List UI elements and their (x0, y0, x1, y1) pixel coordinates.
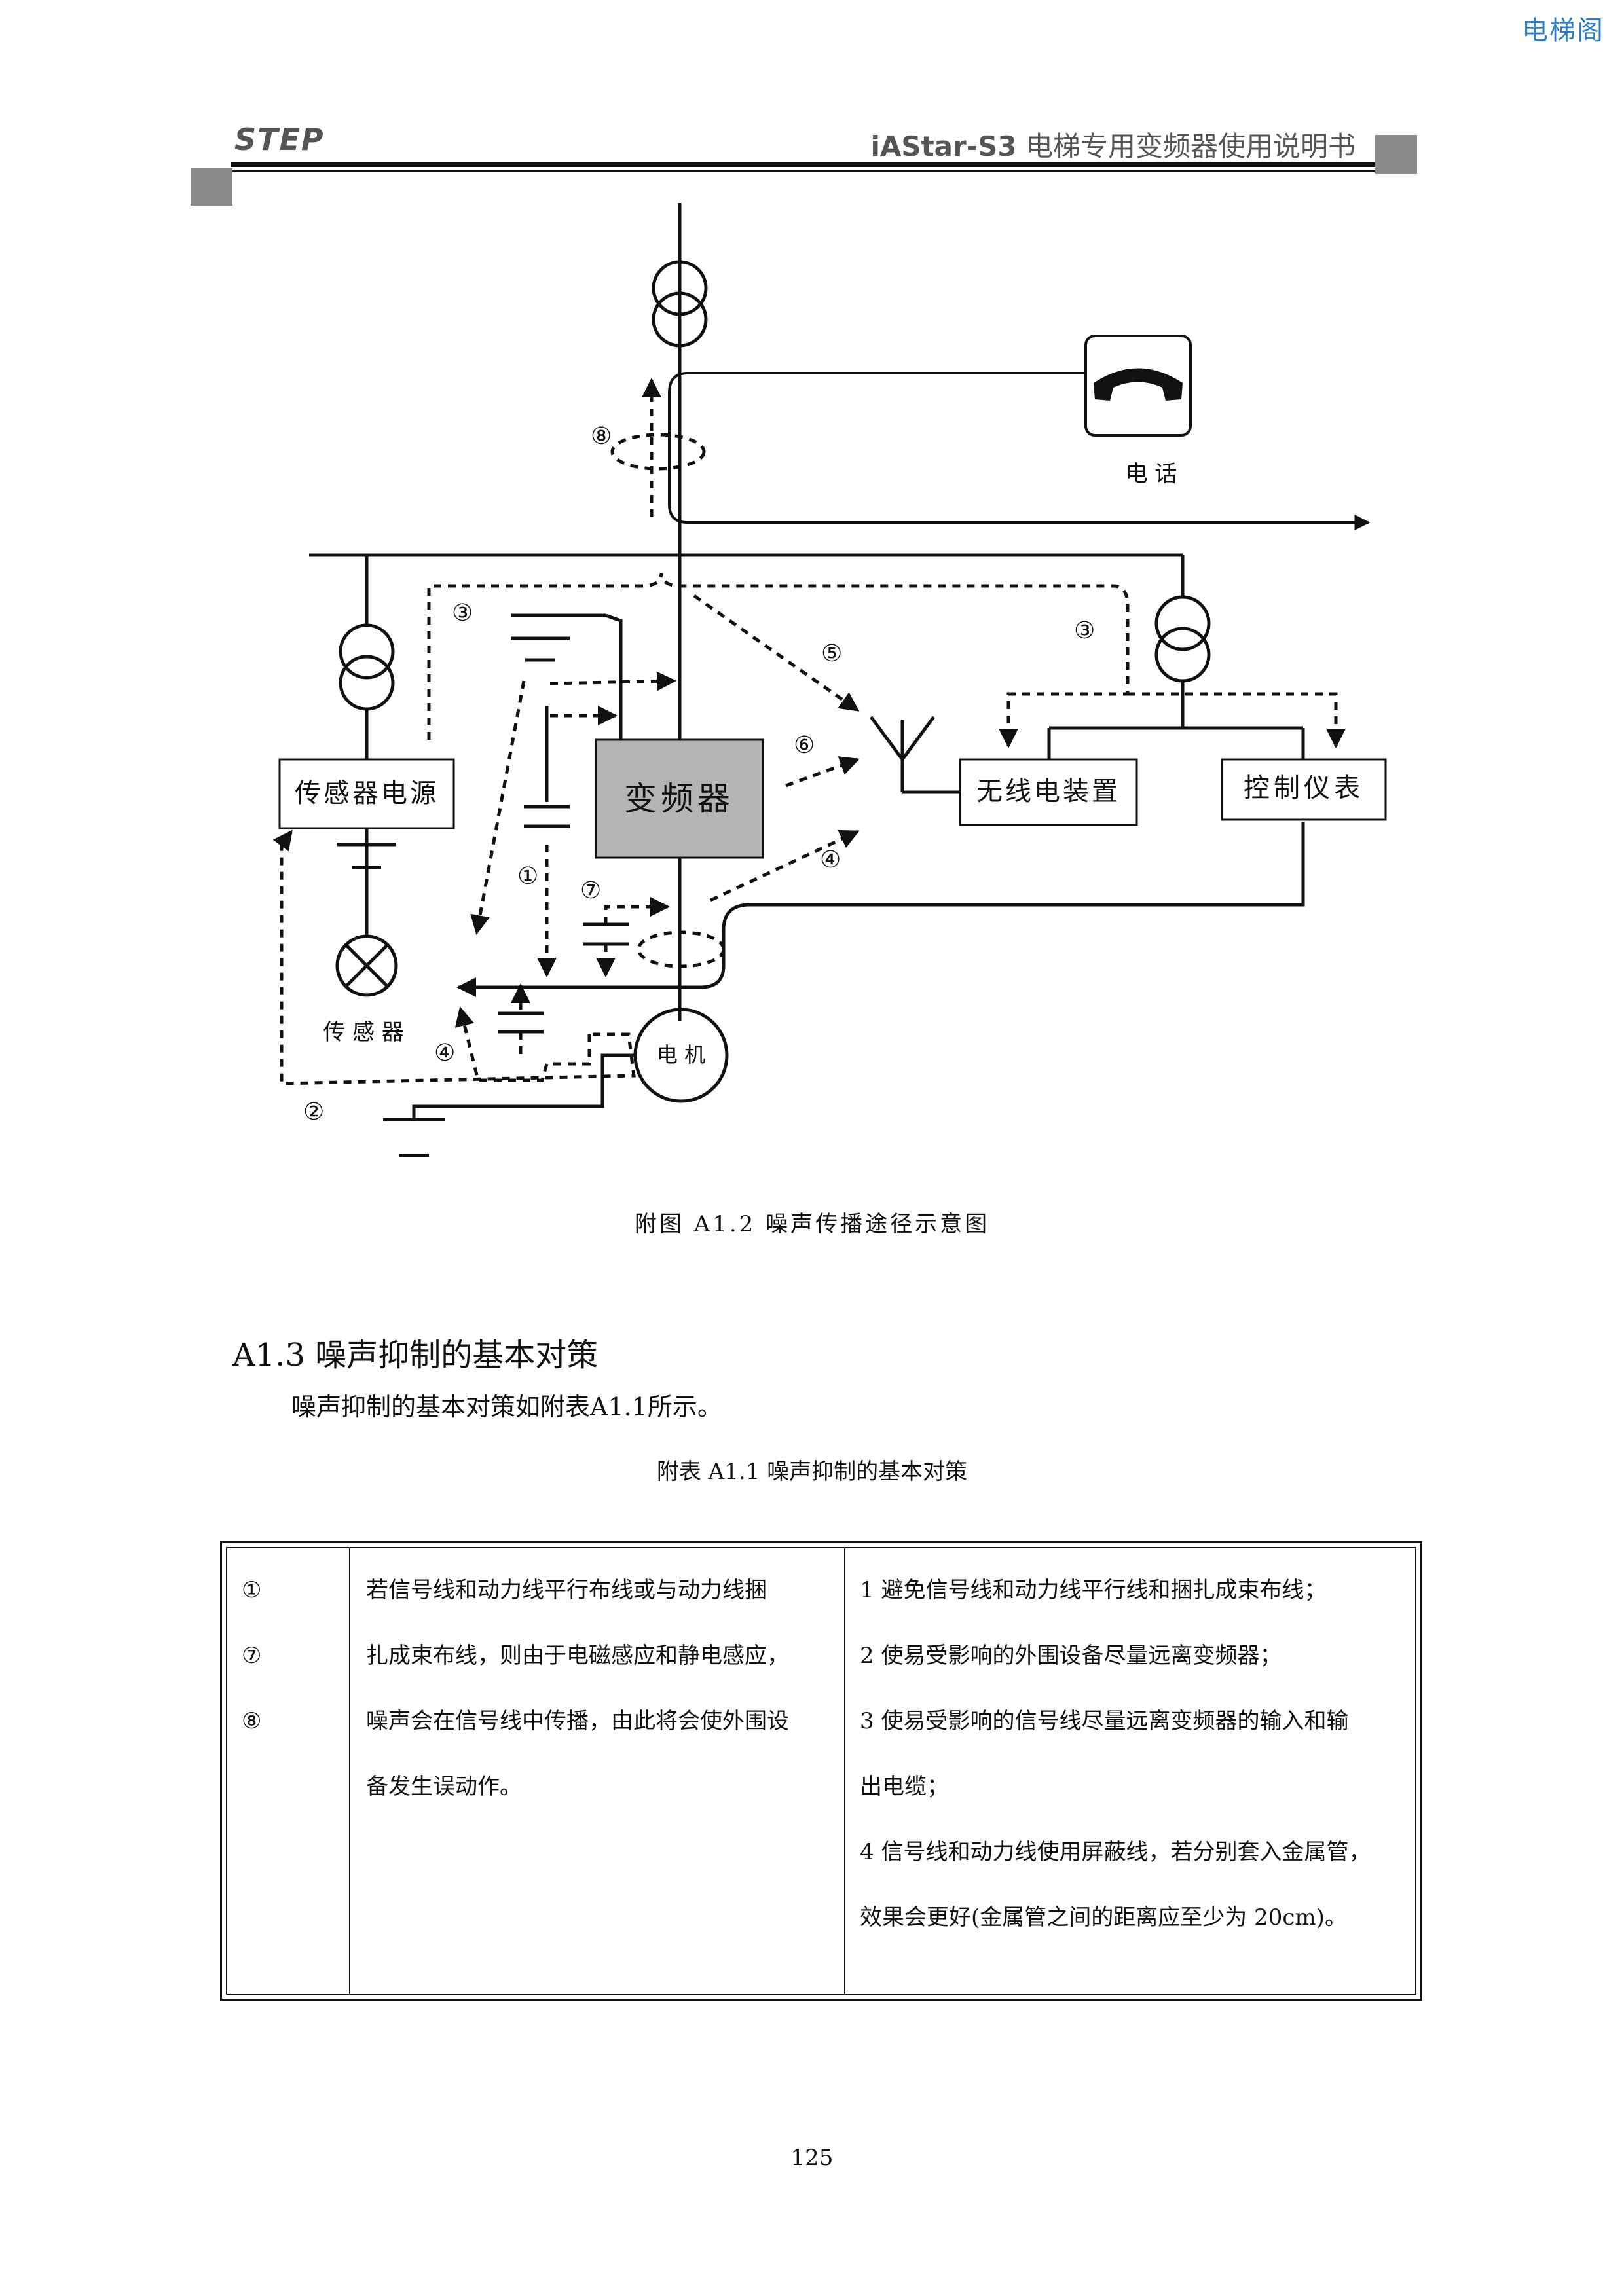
section-title: A1.3 噪声抑制的基本对策 (232, 1337, 599, 1374)
table-text-line: 1 避免信号线和动力线平行线和捆扎成束布线； (860, 1577, 1327, 1603)
noise-path-5 (693, 594, 860, 712)
control-meter-box (1221, 758, 1387, 821)
sensor-power-label: 传感器电源 (295, 778, 439, 809)
page-number: 125 (790, 2145, 834, 2171)
marker-2: ② (303, 1099, 324, 1125)
table-marker: ⑧ (242, 1708, 262, 1734)
noise-path-6 (785, 756, 860, 788)
table-text-line: 3 使易受影响的信号线尽量远离变频器的输入和输 (860, 1708, 1349, 1734)
radio-device-box (959, 758, 1138, 826)
table-text-line: 噪声会在信号线中传播，由此将会使外围设 (366, 1708, 789, 1734)
marker-5: ⑤ (821, 640, 842, 667)
control-signal-line (456, 822, 1305, 997)
shield-ring-7 (637, 930, 726, 968)
table-text-line: 扎成束布线，则由于电磁感应和静电感应， (366, 1643, 789, 1669)
title-text: 电梯专用变频器使用说明书 (1016, 130, 1356, 162)
document-title: iAStar-S3 电梯专用变频器使用说明书 (870, 124, 1356, 164)
marker-4-left: ④ (434, 1040, 455, 1066)
marker-4-right: ④ (820, 847, 841, 873)
top-transformer (652, 260, 708, 348)
model-name: iAStar-S3 (870, 130, 1017, 162)
table-text-line: 2 使易受影响的外围设备尽量远离变频器； (860, 1643, 1282, 1669)
header-square-left (191, 168, 232, 206)
phone-icon (1084, 335, 1192, 437)
table-text-line: 若信号线和动力线平行布线或与动力线捆 (366, 1577, 767, 1603)
marker-1: ① (517, 863, 538, 890)
inverter-label: 变频器 (624, 780, 734, 818)
motor-label: 电 机 (657, 1042, 705, 1067)
noise-path-3 (427, 572, 1130, 748)
table-marker: ⑦ (242, 1643, 262, 1669)
sensor-icon (335, 934, 398, 997)
header-rule-thin (231, 170, 1378, 172)
table-cell-markers: ① ⑦ ⑧ (242, 1558, 261, 1754)
column-divider-1 (349, 1548, 350, 1994)
column-divider-2 (844, 1548, 845, 1994)
noise-path-4a (709, 829, 860, 902)
phone-line (668, 372, 1371, 530)
noise-path-diagram: 电 话 传感器电源 变频器 无线电装置 控制仪表 传 感 器 电 机 ⑧ ③ ③… (272, 203, 1387, 1157)
section-body: 噪声抑制的基本对策如附表A1.1所示。 (291, 1393, 722, 1421)
marker-8: ⑧ (591, 423, 612, 450)
figure-caption: 附图 A1.2 噪声传播途径示意图 (634, 1211, 990, 1237)
table-cell-cause: 若信号线和动力线平行布线或与动力线捆 扎成束布线，则由于电磁感应和静电感应， 噪… (366, 1558, 789, 1819)
countermeasure-table: ① ⑦ ⑧ 若信号线和动力线平行布线或与动力线捆 扎成束布线，则由于电磁感应和静… (220, 1541, 1422, 2001)
radio-device-label: 无线电装置 (976, 776, 1120, 807)
noise-path-2 (272, 829, 636, 1085)
brand-logo: STEP (234, 122, 325, 157)
marker-7: ⑦ (580, 877, 601, 904)
sensor-power-box (278, 758, 455, 829)
shield-ring-8 (610, 433, 706, 471)
inverter-box (595, 738, 764, 859)
header-square-right (1375, 135, 1417, 174)
sensor-label: 传 感 器 (323, 1019, 404, 1046)
phone-label: 电 话 (1126, 461, 1177, 487)
marker-3-left: ③ (452, 600, 473, 627)
antenna-icon (869, 716, 960, 794)
header-rule (231, 162, 1378, 167)
table-marker: ① (242, 1577, 262, 1603)
control-meter-label: 控制仪表 (1244, 773, 1364, 803)
noise-path-7 (604, 897, 670, 924)
marker-6: ⑥ (794, 732, 815, 759)
table-text-line: 4 信号线和动力线使用屏蔽线，若分别套入金属管， (860, 1839, 1371, 1865)
table-inner-border: ① ⑦ ⑧ 若信号线和动力线平行布线或与动力线捆 扎成束布线，则由于电磁感应和静… (226, 1547, 1416, 1995)
table-cell-countermeasures: 1 避免信号线和动力线平行线和捆扎成束布线； 2 使易受影响的外围设备尽量远离变… (860, 1558, 1371, 1950)
table-text-line: 效果会更好(金属管之间的距离应至少为 20cm)。 (860, 1904, 1347, 1931)
noise-path-4b (454, 1006, 591, 1082)
left-transformer (339, 623, 395, 711)
table-text-line: 备发生误动作。 (366, 1774, 522, 1800)
right-transformer (1154, 595, 1211, 683)
table-text-line: 出电缆； (860, 1774, 949, 1800)
marker-3-right: ③ (1074, 617, 1095, 644)
watermark: 电梯阁 (1522, 16, 1604, 46)
table-caption: 附表 A1.1 噪声抑制的基本对策 (656, 1459, 968, 1485)
noise-path-1 (470, 680, 526, 935)
